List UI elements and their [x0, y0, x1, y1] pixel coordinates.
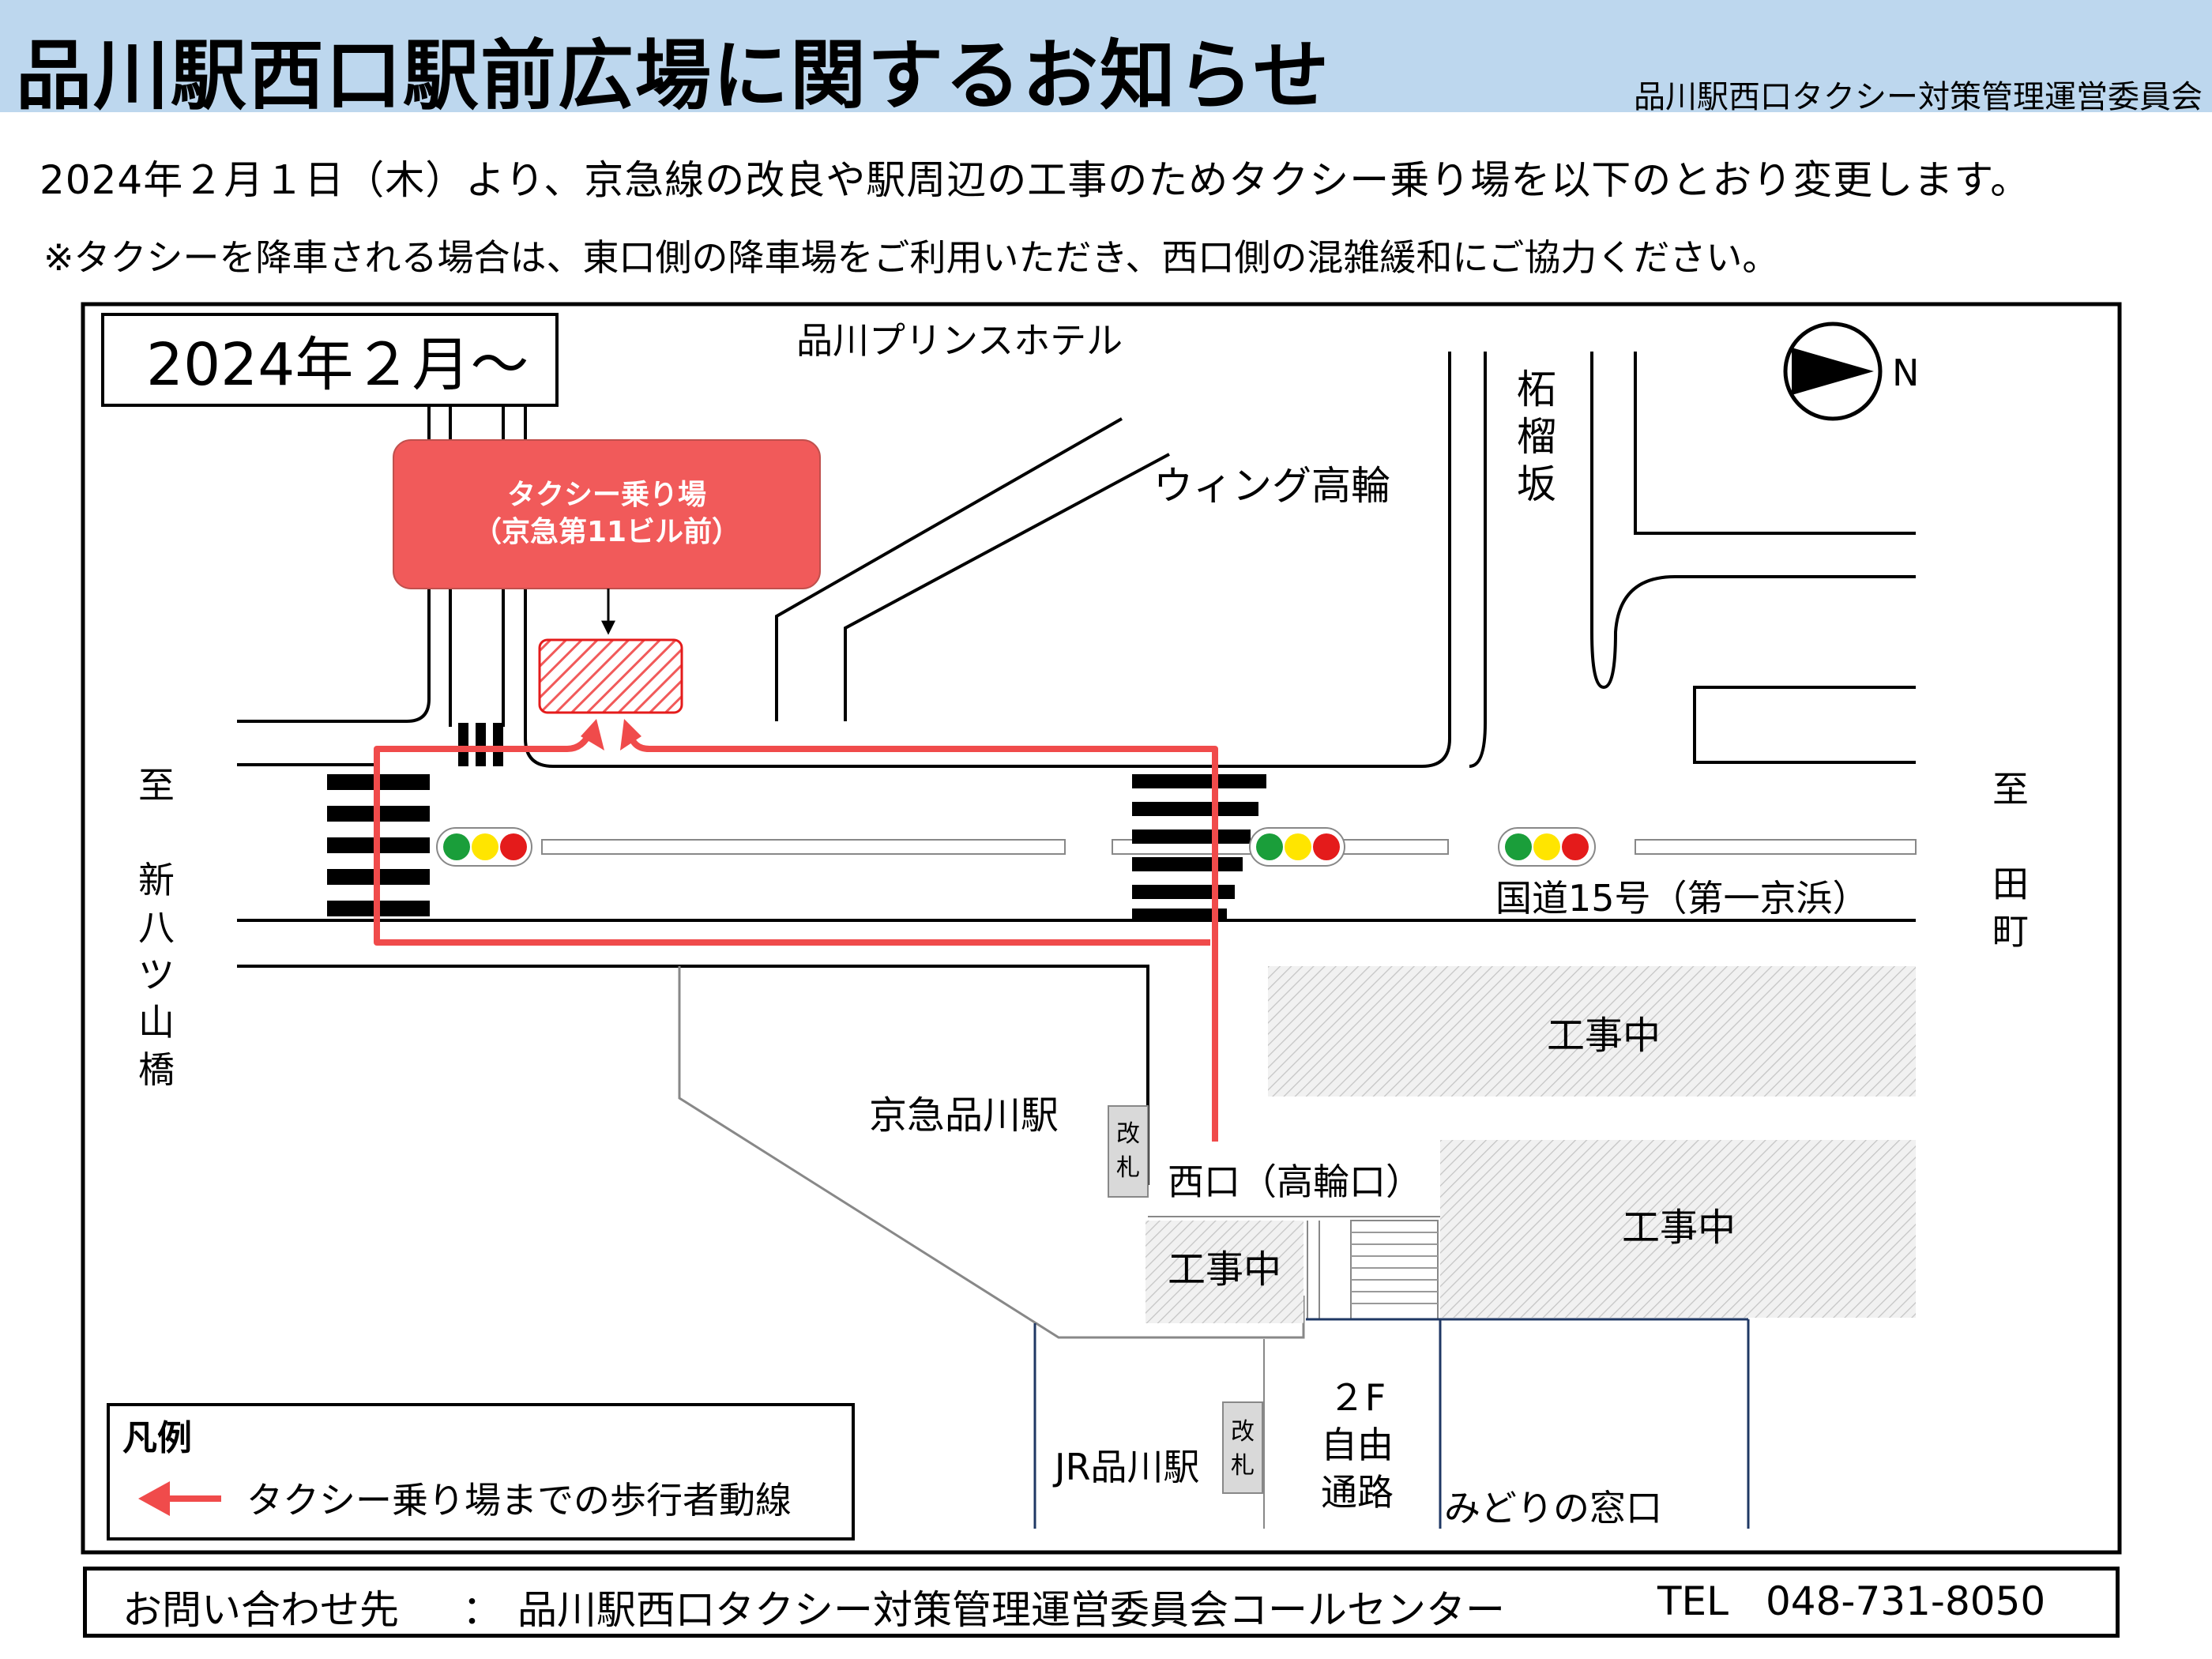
ticket-gate-2	[1222, 1401, 1263, 1494]
legend-box	[107, 1403, 855, 1540]
label-construction-3: 工事中	[1168, 1247, 1281, 1292]
contact-name: 品川駅西口タクシー対策管理運営委員会コールセンター	[517, 1587, 1505, 1633]
keikyu-station-outline	[678, 966, 1305, 1339]
label-construction-2: 工事中	[1622, 1206, 1736, 1250]
notice-text-2: ※タクシーを降車される場合は、東口側の降車場をご利用いただき、西口側の混雑緩和に…	[43, 236, 1779, 279]
svg-text:坂: 坂	[1517, 461, 1556, 507]
slope-road-right	[1634, 352, 1916, 535]
label-free-passage: ２F 自由 通路	[1321, 1376, 1394, 1514]
header-bar	[0, 0, 2212, 112]
svg-text:札: 札	[1231, 1452, 1255, 1480]
footbridge-lines	[427, 405, 527, 727]
label-keikyu-station: 京急品川駅	[869, 1093, 1059, 1138]
contact-separator: ：	[462, 1587, 502, 1633]
traffic-signal-icon	[436, 827, 532, 867]
label-prince-hotel: 品川プリンスホテル	[796, 319, 1123, 362]
construction-area-2	[1440, 1140, 1916, 1318]
taxi-stand-label-2: （京急第11ビル前）	[473, 515, 740, 548]
stairs	[1307, 1220, 1439, 1320]
contact-box	[83, 1567, 2120, 1638]
label-to-left: 至 新 八 ツ 山 橋	[138, 764, 175, 1091]
contact-phone-link[interactable]: 048-731-8050	[1766, 1578, 2046, 1624]
svg-text:至: 至	[138, 764, 175, 807]
legend-item: タクシー乗り場までの歩行者動線	[246, 1479, 792, 1522]
svg-text:八: 八	[138, 906, 175, 949]
taxi-stand-label-1: タクシー乗り場	[507, 479, 706, 511]
construction-area-3	[1146, 1221, 1304, 1323]
organization-name: 品川駅西口タクシー対策管理運営委員会	[1634, 79, 2203, 115]
jr-station-outline	[1033, 1318, 1750, 1529]
svg-text:２F: ２F	[1329, 1376, 1386, 1419]
contact-label: お問い合わせ先	[122, 1587, 399, 1633]
side-street-diagonal	[775, 417, 1170, 721]
crosswalk-small	[458, 723, 503, 766]
taxi-pickup-area	[538, 638, 683, 714]
date-label: 2024年２月～	[146, 331, 529, 399]
svg-text:至: 至	[1992, 768, 2029, 811]
svg-text:改: 改	[1116, 1120, 1140, 1148]
legend-title: 凡例	[122, 1418, 192, 1458]
traffic-signal-icon	[1249, 827, 1345, 867]
taxi-stand-box	[393, 439, 821, 589]
svg-text:ツ: ツ	[138, 954, 175, 996]
slope-road-curve	[1590, 352, 1916, 690]
ticket-gate-1	[1108, 1105, 1149, 1198]
legend-arrow-icon	[138, 1481, 221, 1516]
svg-text:榴: 榴	[1517, 414, 1556, 460]
label-midori: みどりの窓口	[1444, 1487, 1662, 1529]
svg-text:改: 改	[1231, 1418, 1255, 1446]
svg-text:橋: 橋	[138, 1048, 175, 1091]
road-edge-upper-left	[237, 585, 431, 723]
svg-text:町: 町	[1992, 910, 2029, 953]
svg-text:札: 札	[1116, 1154, 1140, 1182]
svg-text:山: 山	[138, 1001, 175, 1044]
route-arrowheads	[581, 719, 641, 750]
compass-icon	[1783, 322, 1883, 421]
label-jr-station: JR品川駅	[1052, 1446, 1200, 1488]
label-to-right: 至 田 町	[1992, 768, 2029, 953]
svg-text:田: 田	[1992, 863, 2029, 905]
date-box	[101, 313, 559, 407]
label-west-exit: 西口（高輪口）	[1168, 1161, 1422, 1203]
notice-text-1: 2024年２月１日（木）より、京急線の改良や駅周辺の工事のためタクシー乗り場を以…	[40, 157, 2031, 203]
construction-area-1	[1268, 966, 1916, 1097]
page-title: 品川駅西口駅前広場に関するお知らせ	[16, 32, 1331, 120]
label-road: 国道15号（第一京浜）	[1495, 877, 1869, 920]
traffic-signal-icon	[1498, 827, 1596, 867]
label-construction-1: 工事中	[1547, 1014, 1661, 1058]
slope-road-left	[1469, 352, 1487, 768]
svg-text:通路: 通路	[1321, 1471, 1394, 1514]
building-outline-right	[1693, 686, 1916, 764]
svg-text:新: 新	[138, 859, 175, 901]
contact-tel-label: TEL	[1657, 1578, 1729, 1624]
svg-text:柘: 柘	[1517, 367, 1556, 412]
label-wing-takanawa: ウィング高輪	[1153, 463, 1390, 509]
north-label: N	[1892, 352, 1919, 394]
crosswalk-center	[1132, 774, 1266, 920]
label-slope: 柘 榴 坂	[1517, 367, 1556, 507]
svg-text:自由: 自由	[1321, 1424, 1394, 1466]
